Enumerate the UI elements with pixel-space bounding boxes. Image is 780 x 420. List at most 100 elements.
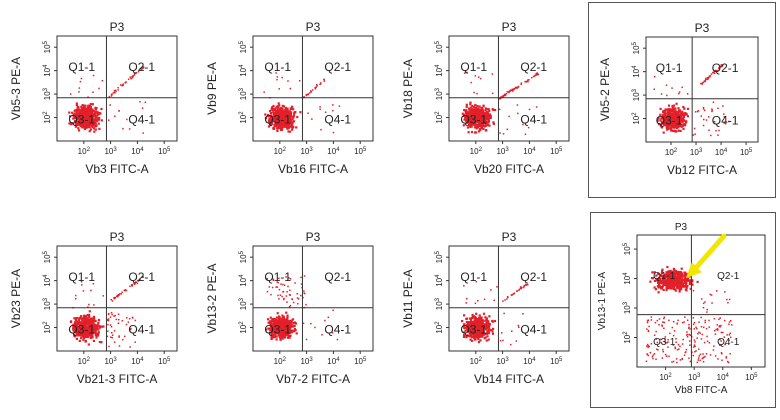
event-dot: [696, 361, 699, 364]
event-dot: [84, 114, 87, 118]
event-dot: [82, 327, 85, 331]
event-dot: [676, 125, 679, 128]
event-dot: [88, 331, 91, 334]
event-dot: [277, 281, 279, 284]
event-dot: [102, 295, 104, 297]
event-dot: [114, 296, 116, 299]
event-dot: [474, 338, 477, 341]
event-dot: [73, 119, 77, 123]
event-dot: [85, 314, 88, 318]
event-dot: [671, 117, 674, 121]
event-dot: [291, 105, 294, 108]
event-dot: [474, 103, 477, 107]
event-dot: [274, 332, 277, 335]
y-tick-label: 104: [43, 64, 52, 77]
event-dot: [673, 271, 676, 275]
event-dot: [508, 91, 510, 94]
event-dot: [726, 334, 728, 336]
event-dot: [474, 302, 477, 305]
event-dot: [286, 336, 289, 339]
event-dot: [722, 105, 724, 107]
event-dot: [706, 311, 708, 313]
event-dot: [272, 115, 275, 119]
event-dot: [86, 126, 89, 129]
event-dot: [671, 277, 674, 280]
event-dot: [271, 333, 274, 336]
event-dot: [288, 118, 291, 122]
event-dot: [485, 115, 489, 118]
event-dot: [286, 127, 289, 130]
event-dot: [693, 328, 695, 330]
y-tick-label: 105: [623, 242, 632, 255]
event-dot: [661, 126, 664, 129]
event-dot: [679, 287, 682, 290]
event-dot: [493, 319, 497, 323]
event-dot: [661, 324, 663, 326]
event-dot: [286, 109, 289, 112]
event-dot: [662, 350, 664, 353]
event-dot: [668, 109, 671, 112]
event-dot: [286, 322, 289, 325]
event-dot: [279, 327, 282, 330]
event-dot: [72, 327, 75, 331]
event-dot: [465, 317, 469, 320]
event-dot: [471, 104, 474, 107]
event-dot: [135, 281, 137, 283]
event-dot: [664, 336, 666, 338]
event-dot: [292, 114, 296, 117]
event-dot: [84, 327, 88, 331]
event-dot: [286, 332, 289, 336]
event-dot: [675, 338, 677, 340]
event-dot: [484, 129, 487, 132]
event-dot: [89, 103, 92, 106]
event-dot: [477, 107, 480, 110]
event-dot: [721, 65, 723, 68]
event-dot: [674, 110, 677, 113]
event-dot: [466, 111, 469, 114]
event-dot: [79, 80, 82, 83]
event-dot: [679, 359, 682, 361]
gate-title: P3: [110, 230, 125, 244]
event-dot: [527, 284, 529, 286]
quadrant-label-q4: Q4-1: [324, 112, 351, 126]
event-dot: [680, 120, 683, 123]
event-dot: [703, 356, 705, 358]
event-dot: [701, 357, 703, 360]
event-dot: [93, 326, 96, 329]
event-dot: [673, 126, 676, 129]
event-dot: [131, 76, 133, 78]
event-dot: [665, 287, 668, 290]
event-dot: [466, 117, 469, 120]
event-dot: [275, 122, 278, 125]
event-dot: [645, 360, 648, 363]
event-dot: [110, 312, 113, 314]
event-dot: [664, 281, 668, 284]
event-dot: [647, 354, 650, 357]
event-dot: [285, 122, 288, 125]
event-dot: [507, 296, 509, 298]
event-dot: [314, 87, 316, 89]
event-dot: [94, 128, 97, 131]
event-dot: [660, 338, 662, 340]
event-dot: [78, 108, 81, 111]
event-dot: [76, 333, 79, 336]
event-dot: [665, 275, 669, 278]
event-dot: [669, 274, 672, 277]
event-dot: [117, 87, 119, 89]
event-dot: [462, 325, 465, 328]
event-dot: [702, 302, 705, 305]
event-dot: [708, 326, 710, 328]
event-dot: [277, 323, 280, 326]
event-dot: [663, 317, 665, 320]
event-dot: [276, 76, 279, 78]
event-dot: [111, 332, 113, 334]
arrow-annotation-shaft: [691, 233, 727, 273]
event-dot: [75, 326, 78, 329]
event-dot: [80, 317, 83, 320]
event-dot: [467, 321, 470, 324]
event-dot: [708, 342, 711, 344]
event-dot: [726, 298, 728, 301]
event-dot: [510, 89, 513, 92]
event-dot: [470, 327, 474, 330]
event-dot: [478, 334, 481, 337]
